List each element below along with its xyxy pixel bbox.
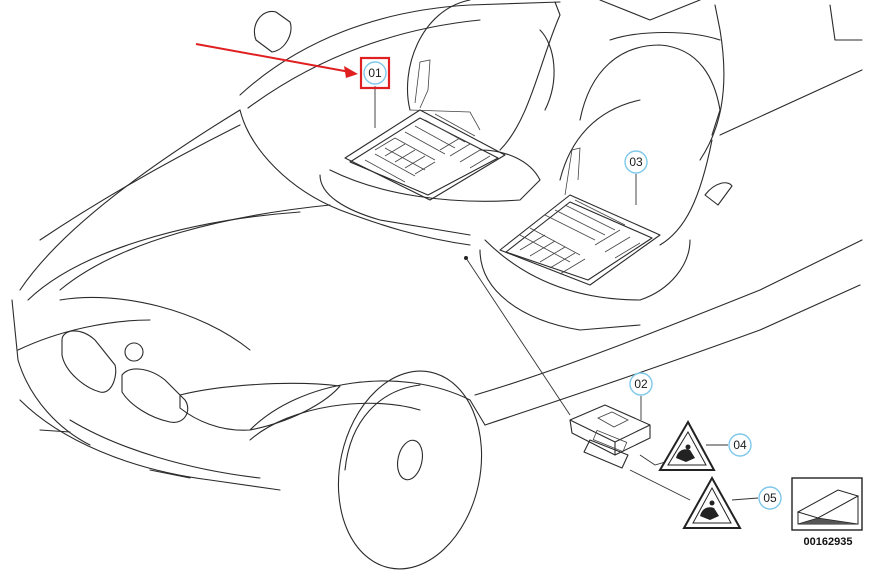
diagram-part-number: 00162935 — [804, 536, 853, 548]
view-arrow-icon[interactable] — [791, 477, 863, 531]
front-seat-right — [479, 44, 721, 331]
highlight-box — [359, 56, 391, 90]
seat-occupancy-mat-front-left — [344, 59, 506, 201]
leader-05 — [731, 497, 759, 501]
callout-01[interactable]: 01 — [363, 61, 387, 85]
front-seat-left — [319, 0, 561, 236]
module-leader-line — [465, 257, 571, 416]
mat-cells-left — [364, 113, 491, 183]
control-unit-module — [569, 404, 651, 469]
badge — [124, 342, 144, 362]
mat-cells-right — [519, 199, 641, 275]
callout-02[interactable]: 02 — [629, 372, 653, 396]
car-body-outline — [11, 0, 863, 570]
callout-05[interactable]: 05 — [758, 486, 782, 510]
callout-04[interactable]: 04 — [728, 433, 752, 457]
front-wheel — [337, 370, 483, 570]
highlight-arrow — [195, 43, 358, 78]
svg-text:03: 03 — [629, 155, 643, 169]
seat-occupancy-mat-front-right — [499, 147, 661, 286]
child-seat-warning-icon — [658, 419, 716, 471]
door-handle — [704, 182, 733, 206]
grille-left — [61, 330, 117, 393]
svg-text:05: 05 — [763, 491, 777, 505]
svg-text:02: 02 — [634, 377, 648, 391]
svg-text:01: 01 — [368, 66, 382, 80]
child-seat-warning-icon-2 — [682, 475, 742, 529]
callout-03[interactable]: 03 — [624, 150, 648, 174]
grille-right — [121, 368, 189, 423]
svg-text:04: 04 — [733, 438, 747, 452]
leader-to-05 — [629, 469, 691, 501]
